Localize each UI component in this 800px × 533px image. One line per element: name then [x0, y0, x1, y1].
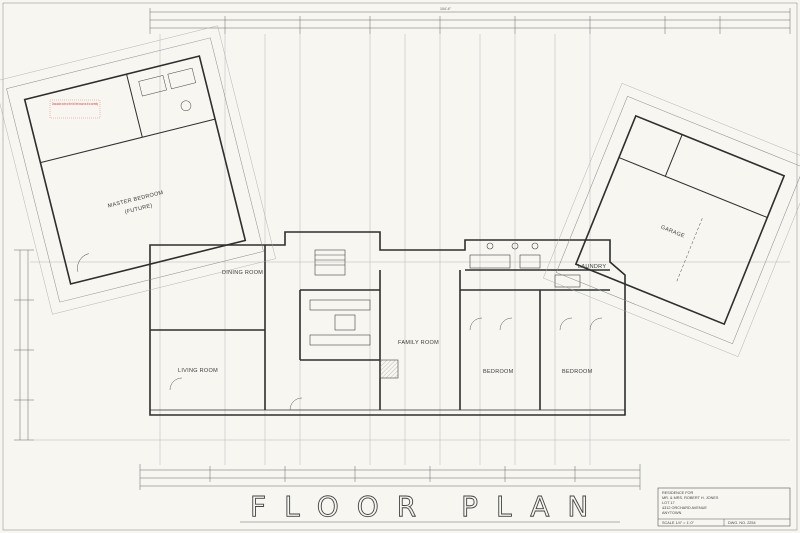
title-block-scale: SCALE 1/4" = 1'-0" [662, 521, 695, 525]
room-label-bedroom-1: BEDROOM [483, 369, 514, 375]
room-label-living-room: LIVING ROOM [178, 368, 218, 374]
title-block-line-2: MR. & MRS. ROBERT H. JONES [662, 496, 719, 500]
title-block-drawing-number: DWG. NO. 2254 [728, 521, 756, 525]
garage-wing: GARAGE [543, 83, 800, 357]
title-block-line-1: RESIDENCE FOR [662, 491, 693, 495]
drawing-title: FLOOR PLAN [250, 490, 606, 523]
kitchen-fixtures [309, 249, 371, 346]
fireplace [379, 359, 399, 379]
room-label-dining-room: DINING ROOM [222, 270, 263, 276]
title-block-line-5: ANYTOWN [662, 511, 682, 515]
room-label-garage: GARAGE [660, 225, 686, 240]
door-swings [169, 317, 603, 411]
room-label-laundry: LAUNDRY [578, 264, 606, 270]
bath-fixtures [469, 242, 581, 288]
room-label-family-room: FAMILY ROOM [398, 340, 439, 346]
room-label-master-bedroom-sub: (FUTURE) [124, 203, 153, 216]
title-block-line-3: LOT 17 [662, 501, 675, 505]
title-block-line-4: 4312 ORCHARD AVENUE [662, 506, 707, 510]
room-label-bedroom-2: BEDROOM [562, 369, 593, 375]
top-dimension-lines [149, 8, 791, 34]
overall-dimension-label: 104'-4" [440, 7, 452, 11]
bottom-dimension-lines [139, 464, 641, 490]
annotation-note-text: Discussion note on the list the house as… [52, 102, 98, 106]
title-block: RESIDENCE FOR MR. & MRS. ROBERT H. JONES… [657, 487, 791, 527]
annotation-note: Discussion note on the list the house as… [49, 99, 101, 119]
main-house-walls [149, 231, 626, 416]
left-dimension-lines [14, 249, 34, 441]
